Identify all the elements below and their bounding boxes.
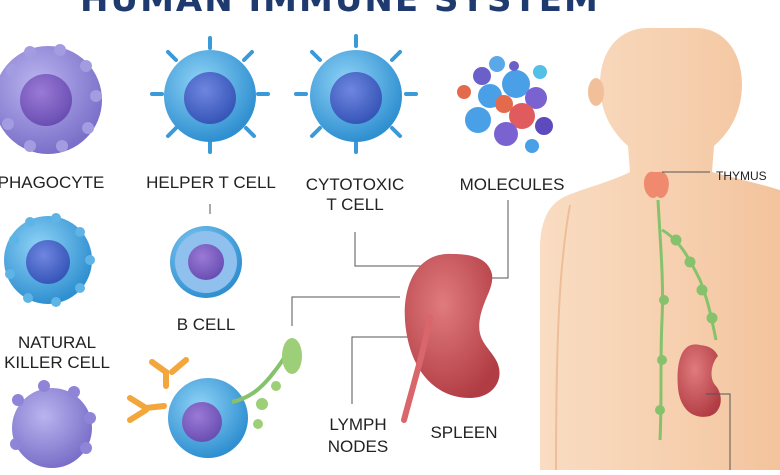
label-natural-killer-line2: KILLER CELL <box>4 353 110 372</box>
antibody-icon <box>127 357 189 423</box>
spiky-cell-icon <box>10 380 96 468</box>
b-cell-icon <box>170 226 242 298</box>
label-lymph-line2: NODES <box>327 437 389 456</box>
label-helper-t-cell: HELPER T CELL <box>146 173 276 192</box>
label-molecules: MOLECULES <box>459 175 565 194</box>
label-natural-killer-line1: NATURAL <box>17 333 97 352</box>
lymph-node-cluster-icon <box>168 338 302 458</box>
natural-killer-cell-icon <box>4 213 95 307</box>
phagocyte-cell-icon <box>0 44 102 154</box>
label-spleen: SPLEEN <box>430 423 498 442</box>
lymph-vessel <box>655 199 718 441</box>
label-lymph-line1: LYMPH <box>329 415 387 434</box>
helper-t-cell-icon <box>150 36 270 154</box>
cytotoxic-t-cell-icon <box>294 34 418 154</box>
label-b-cell: B CELL <box>176 315 236 334</box>
spleen-icon <box>401 253 500 423</box>
body-spleen-icon <box>677 344 721 417</box>
thymus-icon <box>644 171 669 198</box>
label-thymus: THYMUS <box>716 169 767 183</box>
label-cytotoxic-line2: T CELL <box>326 195 384 214</box>
label-phagocyte: PHAGOCYTE <box>0 173 105 192</box>
label-cytotoxic-line1: CYTOTOXIC <box>305 175 405 194</box>
molecules-icon <box>457 56 553 153</box>
diagram-title: HUMAN IMMUNE SYSTEM <box>80 0 600 20</box>
